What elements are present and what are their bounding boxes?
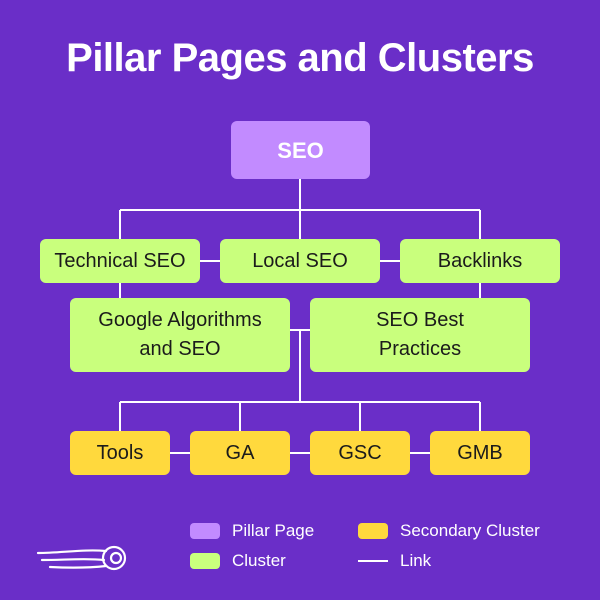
diagram-title: Pillar Pages and Clusters — [66, 36, 534, 80]
secondary-node-gsc: GSC — [310, 431, 410, 475]
secondary-node-tools: Tools — [70, 431, 170, 475]
cluster-node-backlinks: Backlinks — [400, 239, 560, 283]
cluster-node-seo-best-practices: SEO Best Practices — [310, 298, 530, 372]
cluster-node-technical-seo-label: Technical SEO — [54, 249, 186, 272]
cluster-node-local-seo-label: Local SEO — [252, 249, 348, 272]
legend-link-swatch — [358, 560, 388, 562]
legend-secondary-cluster: Secondary Cluster — [358, 521, 540, 541]
legend-pillar-page: Pillar Page — [190, 521, 314, 541]
cluster-node-technical-seo: Technical SEO — [40, 239, 200, 283]
secondary-node-ga-label: GA — [225, 441, 255, 464]
legend-cluster-swatch — [190, 553, 220, 569]
legend-pillar-label: Pillar Page — [232, 521, 315, 540]
secondary-node-gmb: GMB — [430, 431, 530, 475]
cluster-node-local-seo: Local SEO — [220, 239, 380, 283]
legend-link-label: Link — [400, 551, 432, 570]
legend-link: Link — [358, 551, 431, 571]
secondary-node-ga: GA — [190, 431, 290, 475]
pillar-node-seo-label: SEO — [277, 137, 324, 163]
semrush-logo-icon — [36, 545, 127, 571]
secondary-node-gmb-label: GMB — [457, 441, 503, 464]
cluster-node-seo-best-practices-line2: Practices — [378, 338, 462, 360]
pillar-node-seo: SEO — [231, 121, 370, 179]
secondary-node-tools-label: Tools — [96, 441, 144, 464]
cluster-node-google-algorithms: Google Algorithms and SEO — [70, 298, 290, 372]
legend-pillar-swatch — [190, 523, 220, 539]
secondary-node-gsc-label: GSC — [338, 441, 382, 464]
legend-cluster-label: Cluster — [232, 551, 286, 570]
legend-secondary-label: Secondary Cluster — [400, 521, 540, 540]
cluster-node-seo-best-practices-line1: SEO Best — [376, 309, 464, 331]
cluster-node-google-algorithms-line1: Google Algorithms — [98, 309, 262, 331]
cluster-node-google-algorithms-line2: and SEO — [139, 338, 221, 360]
legend-secondary-swatch — [358, 523, 388, 539]
legend-cluster: Cluster — [190, 551, 286, 571]
cluster-node-backlinks-label: Backlinks — [437, 249, 523, 272]
